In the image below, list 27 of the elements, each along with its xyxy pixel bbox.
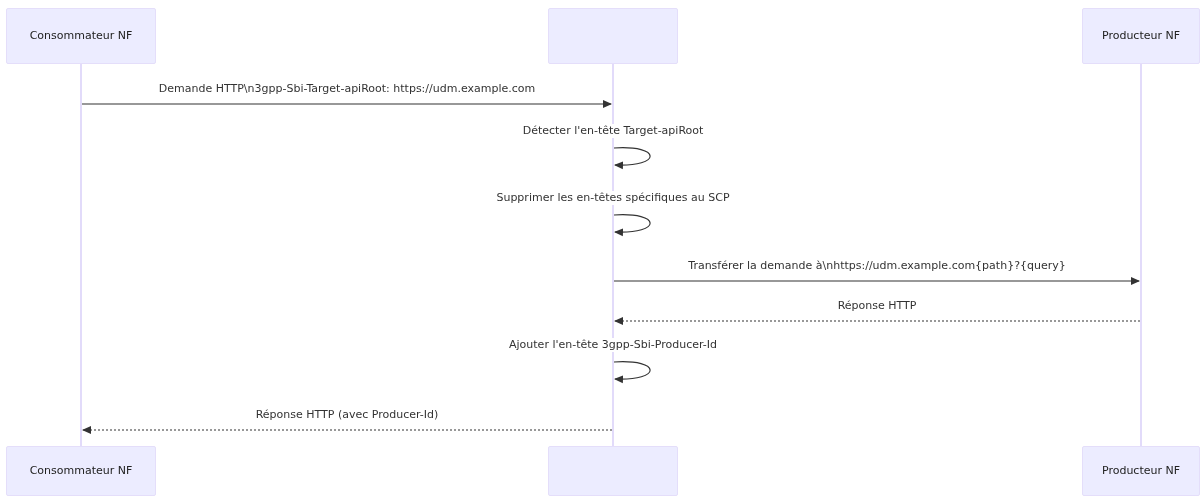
participant-box	[6, 446, 156, 496]
participant-box	[6, 8, 156, 64]
lifeline	[80, 64, 82, 446]
message-label: Transférer la demande à\nhttps://udm.example.com{path}?{query}	[686, 259, 1068, 273]
message-label: Détecter l'en-tête Target-apiRoot	[520, 124, 706, 138]
participant-box	[1082, 446, 1200, 496]
participant-box	[1082, 8, 1200, 64]
participant-name: Producteur NF	[1101, 462, 1181, 479]
participant-name: Consommateur NF	[29, 462, 133, 479]
message-label: Ajouter l'en-tête 3gpp-Sbi-Producer-Id	[507, 338, 719, 352]
self-message-arrow	[613, 361, 651, 383]
self-message-arrow	[613, 214, 651, 236]
message-arrow	[614, 317, 1141, 325]
message-arrow	[82, 426, 613, 434]
lifeline	[612, 64, 614, 446]
message-label: Réponse HTTP	[835, 299, 919, 313]
participant-box	[548, 446, 678, 496]
message-arrow	[81, 100, 612, 108]
message-label: Supprimer les en-têtes spécifiques au SCP	[494, 191, 732, 205]
message-arrow	[613, 277, 1140, 285]
lifeline	[1140, 64, 1142, 446]
self-message-arrow	[613, 147, 651, 169]
message-label: Réponse HTTP (avec Producer-Id)	[253, 408, 441, 422]
participant-name: Producteur NF	[1101, 27, 1181, 44]
participant-name: Consommateur NF	[29, 27, 133, 44]
message-label: Demande HTTP\n3gpp-Sbi-Target-apiRoot: https://udm.example.com	[156, 82, 538, 96]
participant-box	[548, 8, 678, 64]
